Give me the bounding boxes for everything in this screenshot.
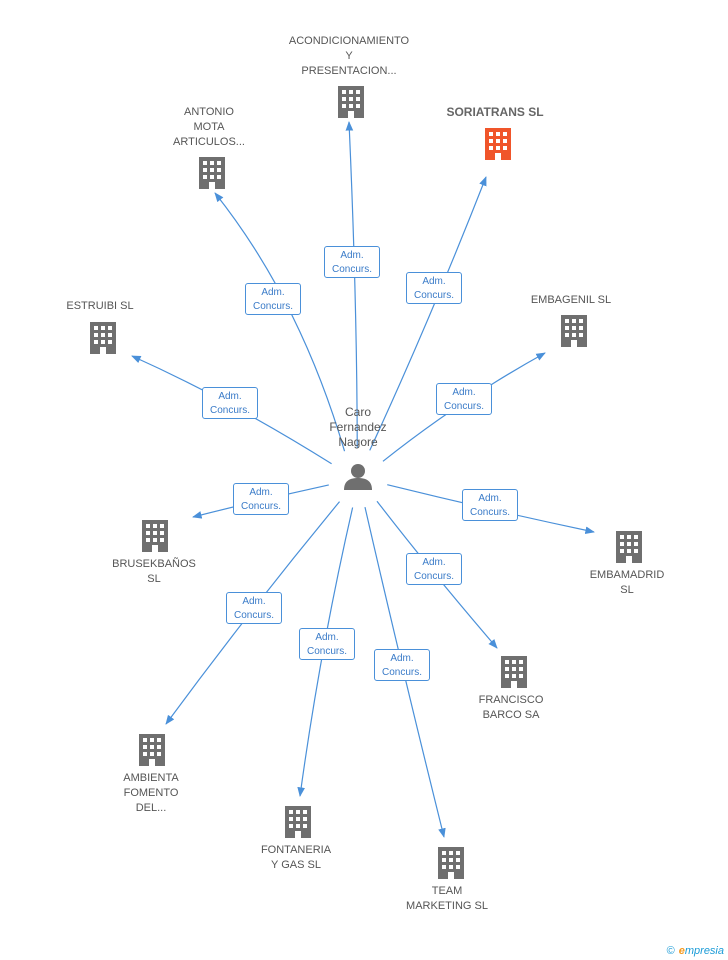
- relation-label: Adm. Concurs.: [299, 628, 355, 660]
- relation-label: Adm. Concurs.: [233, 483, 289, 515]
- relation-label: Adm. Concurs.: [245, 283, 301, 315]
- company-label-team-marketing[interactable]: TEAM MARKETING SL: [406, 885, 488, 912]
- relation-label: Adm. Concurs.: [406, 272, 462, 304]
- relation-label: Adm. Concurs.: [462, 489, 518, 521]
- copyright-footer: ©empresia: [667, 945, 724, 957]
- company-label-embamadrid[interactable]: EMBAMADRID SL: [589, 569, 665, 596]
- building-icon[interactable]: [142, 520, 168, 552]
- brand-logo-text: mpresia: [684, 945, 724, 957]
- building-icon[interactable]: [561, 315, 587, 347]
- person-icon[interactable]: [344, 464, 372, 490]
- brand-logo-e: e: [678, 945, 685, 957]
- company-label-antonio-mota[interactable]: ANTONIO MOTA ARTICULOS...: [173, 106, 245, 148]
- company-label-fontaneria[interactable]: FONTANERIA Y GAS SL: [260, 844, 332, 871]
- relation-label: Adm. Concurs.: [226, 592, 282, 624]
- company-label-ambienta-fomento[interactable]: AMBIENTA FOMENTO DEL...: [123, 772, 179, 814]
- company-label-embagenil[interactable]: EMBAGENIL SL: [530, 294, 612, 306]
- relation-label: Adm. Concurs.: [436, 383, 492, 415]
- building-icon[interactable]: [199, 157, 225, 189]
- building-icon[interactable]: [90, 322, 116, 354]
- company-label-soriatrans[interactable]: SORIATRANS SL: [446, 105, 544, 119]
- relation-label: Adm. Concurs.: [324, 246, 380, 278]
- edge-acondicionamiento: [345, 121, 358, 449]
- company-label-estruibi[interactable]: ESTRUIBI SL: [66, 300, 134, 312]
- building-icon[interactable]: [338, 86, 364, 118]
- edge-soriatrans: [369, 176, 487, 451]
- building-icon[interactable]: [501, 656, 527, 688]
- building-icon[interactable]: [485, 128, 511, 160]
- company-label-acondicionamiento[interactable]: ACONDICIONAMIENTO Y PRESENTACION...: [288, 35, 410, 77]
- center-person-name[interactable]: Caro Fernandez Nagore: [329, 405, 387, 449]
- relation-label: Adm. Concurs.: [374, 649, 430, 681]
- building-icon[interactable]: [616, 531, 642, 563]
- relation-label: Adm. Concurs.: [202, 387, 258, 419]
- building-icon[interactable]: [139, 734, 165, 766]
- copyright-icon: ©: [666, 945, 675, 957]
- company-label-brusekbanos[interactable]: BRUSEKBAÑOS SL: [112, 558, 196, 585]
- building-icon[interactable]: [438, 847, 464, 879]
- relation-label: Adm. Concurs.: [406, 553, 462, 585]
- building-icon[interactable]: [285, 806, 311, 838]
- company-label-francisco-barco[interactable]: FRANCISCO BARCO SA: [478, 694, 544, 721]
